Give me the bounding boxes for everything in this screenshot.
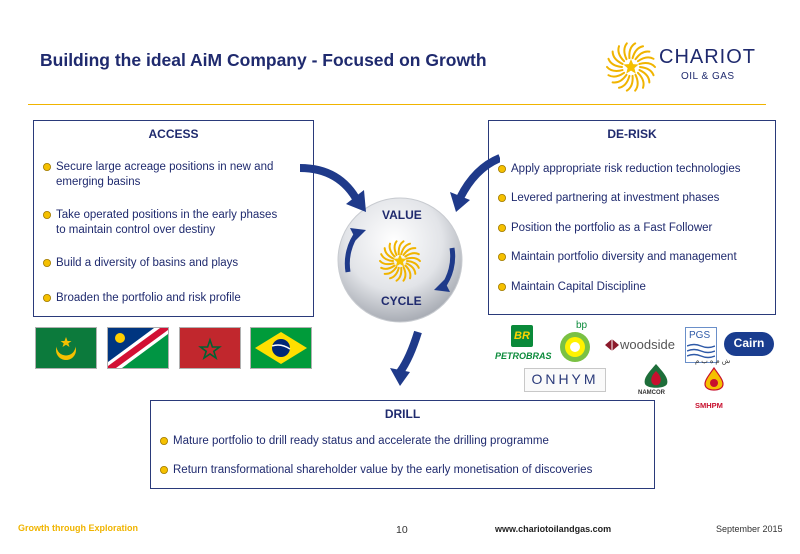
value-cycle-graphic (300, 154, 500, 386)
chariot-logo: CHARIOT OIL & GAS (605, 38, 765, 96)
bullet-icon (160, 466, 168, 474)
bullet-icon (43, 211, 51, 219)
pentagram-icon (198, 337, 222, 360)
namcor-logo: NAMCOR (636, 362, 676, 400)
bp-logo: bp (558, 320, 594, 362)
flag-mauritania (35, 327, 97, 369)
page-title: Building the ideal AiM Company - Focused… (40, 50, 487, 70)
woodside-text: woodside (620, 337, 675, 352)
bullet-icon (498, 194, 506, 202)
derisk-bullet-3: Position the portfolio as a Fast Followe… (498, 221, 713, 236)
footer-date: September 2015 (716, 524, 783, 534)
bullet-icon (43, 294, 51, 302)
smhpm-text: SMHPM (695, 401, 723, 410)
namibia-flag-icon (108, 328, 168, 368)
crescent-star-icon (56, 336, 76, 360)
cycle-sunburst-icon (379, 240, 421, 282)
header-divider (28, 104, 766, 105)
bullet-text: Maintain portfolio diversity and managem… (511, 251, 737, 263)
derisk-bullet-5: Maintain Capital Discipline (498, 280, 646, 295)
cairn-logo: Cairn (724, 332, 774, 356)
footer-tagline: Growth through Exploration (18, 523, 138, 533)
access-title: ACCESS (148, 127, 199, 141)
bullet-text: Secure large acreage positions in new an… (56, 161, 274, 173)
bullet-text: Position the portfolio as a Fast Followe… (511, 222, 713, 234)
woodside-leaf-icon (605, 339, 619, 351)
flag-namibia (107, 327, 169, 369)
derisk-arrowhead-icon (450, 192, 470, 212)
cycle-value-label: VALUE (382, 208, 422, 222)
smhpm-logo: ش م ه ب م SMHPM (693, 357, 735, 411)
bp-text: bp (576, 320, 588, 331)
bullet-text: Broaden the portfolio and risk profile (56, 292, 241, 304)
onhym-text: ONHYM (531, 371, 599, 387)
cycle-cycle-label: CYCLE (381, 294, 422, 308)
bullet-text: Apply appropriate risk reduction technol… (511, 163, 741, 175)
smhpm-arabic-text: ش م ه ب م (695, 358, 731, 365)
brazil-flag-icon (255, 332, 307, 364)
flag-brazil (250, 327, 312, 369)
onhym-logo: ONHYM (524, 368, 606, 392)
pgs-logo: PGS (685, 327, 717, 363)
access-arrowhead-icon (346, 190, 366, 212)
namcor-flame-icon (644, 364, 668, 388)
derisk-bullet-4: Maintain portfolio diversity and managem… (498, 250, 737, 265)
bullet-text: Take operated positions in the early pha… (56, 209, 278, 221)
petrobras-text: PETROBRAS (495, 351, 552, 361)
cycle-arrowhead-left-icon (350, 228, 366, 240)
drill-arrow-icon (396, 330, 422, 375)
drill-bullet-2: Return transformational shareholder valu… (160, 463, 593, 478)
drill-title: DRILL (384, 407, 421, 421)
logo-subtitle: OIL & GAS (681, 71, 735, 82)
bullet-icon (43, 259, 51, 267)
chariot-sunburst-icon (606, 42, 656, 92)
drill-box: DRILL (150, 400, 655, 489)
bullet-icon (160, 437, 168, 445)
bullet-text: Levered partnering at investment phases (511, 192, 720, 204)
access-box: ACCESS (33, 120, 314, 317)
page-number: 10 (396, 524, 408, 536)
access-arrow-icon (300, 164, 362, 204)
pgs-wave-icon (687, 343, 715, 359)
derisk-box: DE-RISK (488, 120, 776, 315)
derisk-title: DE-RISK (607, 127, 657, 141)
logo-name: CHARIOT (659, 46, 756, 68)
derisk-bullet-2: Levered partnering at investment phases (498, 191, 720, 206)
br-badge: BR (511, 325, 533, 347)
bullet-text: emerging basins (56, 176, 141, 188)
bullet-icon (498, 253, 506, 261)
bullet-text: to maintain control over destiny (56, 224, 216, 236)
petrobras-logo: BR PETROBRAS (495, 325, 563, 365)
bullet-text: Mature portfolio to drill ready status a… (173, 435, 549, 447)
access-bullet-2: Take operated positions in the early pha… (43, 208, 316, 238)
bullet-icon (498, 165, 506, 173)
bullet-text: Return transformational shareholder valu… (173, 464, 593, 476)
access-bullet-3: Build a diversity of basins and plays (43, 256, 316, 271)
drill-bullet-1: Mature portfolio to drill ready status a… (160, 434, 549, 449)
bullet-text: Build a diversity of basins and plays (56, 257, 239, 269)
footer-website-link[interactable]: www.chariotoilandgas.com (495, 524, 612, 534)
woodside-logo: woodside (604, 335, 684, 359)
bullet-text: Maintain Capital Discipline (511, 281, 646, 293)
bullet-icon (498, 283, 506, 291)
access-bullet-1: Secure large acreage positions in new an… (43, 160, 316, 190)
smhpm-drop-icon (704, 367, 724, 391)
pgs-text: PGS (689, 330, 711, 341)
cairn-text: Cairn (733, 336, 765, 350)
bullet-icon (43, 163, 51, 171)
bullet-icon (498, 224, 506, 232)
drill-arrowhead-icon (390, 368, 410, 386)
flag-morocco (179, 327, 241, 369)
access-bullet-4: Broaden the portfolio and risk profile (43, 291, 316, 306)
cycle-arrowhead-right-icon (434, 280, 450, 292)
bp-helios-icon (560, 332, 590, 362)
namcor-text: NAMCOR (638, 390, 665, 396)
derisk-bullet-1: Apply appropriate risk reduction technol… (498, 162, 741, 177)
derisk-arrow-icon (456, 154, 500, 200)
